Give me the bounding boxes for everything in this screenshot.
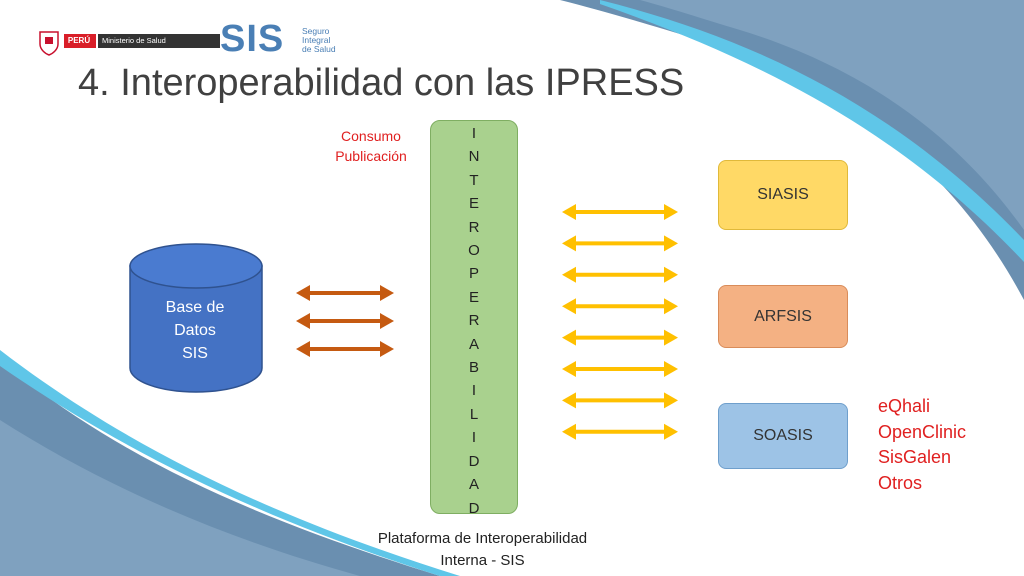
double-arrow-icon — [296, 285, 394, 301]
sis-logo-text: SIS — [220, 18, 285, 60]
cylinder-top — [129, 243, 263, 289]
double-arrow-icon — [562, 329, 678, 346]
double-arrow-icon — [296, 313, 394, 329]
database-label-line: Base de — [165, 299, 225, 316]
platform-letter: E — [468, 195, 479, 213]
platform-letter: B — [468, 359, 479, 377]
platform-letter: A — [468, 476, 479, 494]
platform-letter: L — [469, 405, 479, 423]
other-system-item: eQhali — [878, 396, 931, 416]
arfsis-box: ARFSIS — [718, 285, 848, 348]
platform-letter: D — [468, 452, 480, 470]
siasis-box: SIASIS — [718, 160, 848, 230]
bottom-left-wave-light — [0, 420, 360, 576]
database-label-line: Datos — [174, 322, 216, 339]
peru-ministry-logo — [39, 31, 220, 56]
cylinder-body — [129, 265, 263, 393]
sis-subtitle-line: Integral — [302, 35, 331, 45]
sis-logo-subtitle: Seguro Integral de Salud — [302, 27, 336, 54]
other-system-item: SisGalen — [878, 447, 952, 467]
sis-subtitle-line: de Salud — [302, 44, 336, 54]
platform-letter: R — [468, 218, 480, 236]
platform-letter: O — [468, 242, 480, 260]
soasis-box: SOASIS — [718, 403, 848, 469]
other-system-item: Otros — [878, 472, 923, 493]
platform-letter: I — [471, 125, 477, 142]
top-right-wave-light — [640, 0, 1024, 230]
platform-letter: D — [468, 499, 480, 517]
double-arrow-icon — [562, 423, 678, 440]
interoperability-platform-bar — [430, 120, 518, 514]
database-cylinder — [129, 243, 263, 393]
database-label-line: SIS — [182, 345, 208, 362]
note-line: Publicación — [335, 148, 407, 164]
caption-line: Plataforma de Interoperabilidad — [377, 530, 588, 547]
ministry-band — [98, 34, 220, 48]
platform-letter: P — [468, 265, 479, 283]
platform-letter: I — [471, 382, 477, 400]
double-arrow-icon — [562, 235, 678, 252]
shield-inner — [45, 37, 53, 44]
consumo-publicacion-note: Consumo Publicación — [322, 126, 420, 166]
double-arrow-icon — [562, 298, 678, 315]
sis-subtitle-line: Seguro — [302, 26, 330, 36]
platform-letter: A — [468, 335, 479, 353]
ministry-label: Ministerio de Salud — [102, 36, 166, 45]
other-systems-list: eQhali OpenClinic SisGalen Otros — [878, 394, 966, 496]
platform-caption: Plataforma de Interoperabilidad Interna … — [340, 528, 625, 572]
database-label: Base de Datos SIS — [130, 296, 260, 365]
system-arrows — [562, 204, 678, 440]
double-arrow-icon — [562, 204, 678, 220]
note-line: Consumo — [341, 128, 401, 144]
other-system-item: OpenClinic — [878, 421, 967, 442]
double-arrow-icon — [562, 266, 678, 283]
platform-letter: I — [471, 429, 477, 447]
peru-band — [64, 34, 96, 48]
double-arrow-icon — [296, 341, 394, 357]
platform-letter: E — [468, 288, 479, 306]
caption-line: Interna - SIS — [440, 552, 525, 569]
slide-title: 4. Interoperabilidad con las IPRESS — [78, 62, 685, 104]
platform-letter: T — [469, 171, 479, 189]
db-arrows — [296, 285, 394, 357]
peru-label: PERÚ — [67, 36, 91, 45]
double-arrow-icon — [562, 392, 678, 409]
platform-letter: N — [468, 148, 480, 166]
double-arrow-icon — [562, 361, 678, 377]
platform-letter: R — [468, 312, 480, 330]
